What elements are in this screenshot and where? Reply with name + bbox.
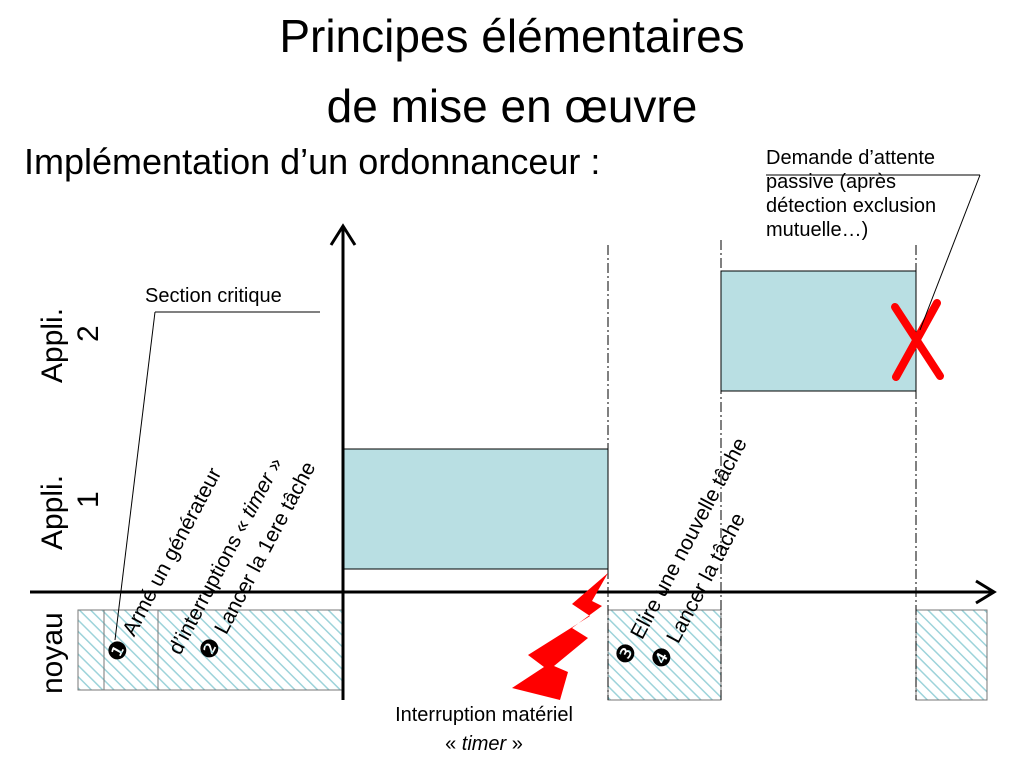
title-line-1: Principes élémentaires	[279, 10, 745, 62]
appli1-block	[342, 448, 609, 570]
callout-critical-label: Section critique	[145, 285, 282, 307]
callout-waiting: Demande d’attente passive (après détecti…	[766, 146, 936, 242]
row-label-appli1-line-1: Appli.	[36, 475, 69, 550]
kernel-block-3	[915, 609, 988, 701]
title-line-2: de mise en œuvre	[326, 80, 698, 132]
red-cross-icon-stroke-2	[892, 299, 941, 381]
critical-section-block	[103, 609, 159, 691]
x-axis-arrowhead	[975, 579, 997, 605]
subtitle: Implémentation d’un ordonnanceur :	[24, 141, 601, 182]
row-label-appli2-line-1: Appli.	[36, 308, 69, 383]
row-label-appli1-line-2: 1	[72, 491, 105, 508]
callout-waiting-leader	[919, 174, 981, 331]
y-axis-arrowhead	[329, 223, 357, 246]
appli2-block	[720, 270, 917, 392]
callout-waiting-line-1: Demande d’attente	[766, 147, 936, 169]
callout-waiting-line-2: passive (après	[766, 171, 897, 193]
interrupt-caption-line-1: Interruption matériel	[395, 704, 573, 726]
callout-waiting-line-3: détection exclusion	[766, 195, 937, 217]
callout-critical-leader	[114, 311, 156, 641]
row-label-appli2-line-2: 2	[72, 325, 105, 342]
callout-waiting-line-4: mutuelle…)	[766, 219, 869, 241]
kernel-block-1	[77, 609, 344, 691]
lightning-bolt-icon	[512, 573, 608, 700]
interrupt-caption-line-2: « timer »	[445, 733, 523, 755]
row-label-kernel: noyau	[36, 612, 69, 694]
